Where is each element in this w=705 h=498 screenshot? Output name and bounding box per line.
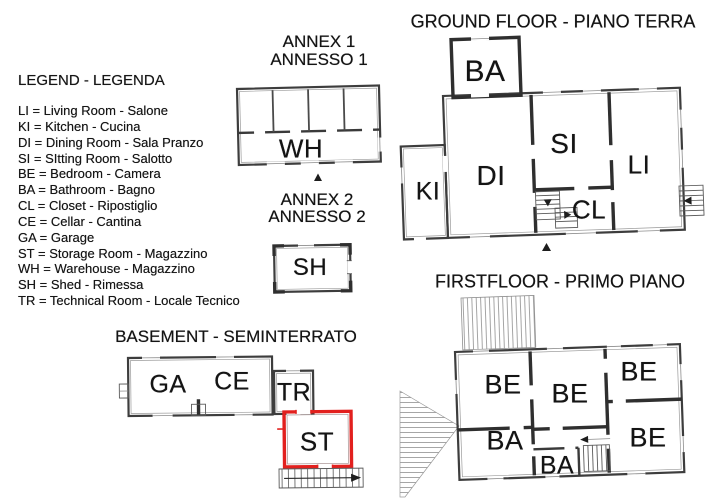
room-label-first-be-bottom-right: BE bbox=[629, 422, 667, 453]
ground-floor-entrance-arrow bbox=[542, 243, 551, 251]
annex1-entrance-arrow bbox=[314, 173, 322, 181]
room-label-ground-ki: KI bbox=[415, 177, 441, 206]
annex1-title-it: ANNESSO 1 bbox=[270, 50, 368, 69]
basement-title: BASEMENT - SEMINTERRATO bbox=[115, 327, 357, 346]
basement-st-room-highlighted bbox=[277, 409, 354, 470]
first-floor-roof-hatch-left bbox=[399, 390, 460, 498]
legend-item-be: BE = Bedroom - Camera bbox=[18, 166, 161, 182]
annex1-title-en: ANNEX 1 bbox=[282, 32, 356, 51]
room-label-first-be-center: BE bbox=[551, 378, 589, 409]
first-floor-plan bbox=[453, 343, 686, 482]
room-label-annex1-wh: WH bbox=[278, 133, 324, 164]
legend-item-tr: TR = Technical Room - Locale Tecnico bbox=[18, 293, 240, 309]
legend-item-sh: SH = Shed - Rimessa bbox=[18, 277, 144, 293]
legend-item-cl: CL = Closet - Ripostiglio bbox=[18, 198, 158, 214]
legend-item-li: LI = Living Room - Salone bbox=[18, 103, 168, 118]
room-label-basement-ga: GA bbox=[149, 370, 187, 399]
annex2-title-it: ANNESSO 2 bbox=[268, 207, 366, 226]
legend-item-ba: BA = Bathroom - Bagno bbox=[18, 182, 155, 198]
first-floor-roof-hatch-top bbox=[460, 295, 537, 351]
room-label-ground-li: LI bbox=[627, 149, 651, 180]
legend-title: LEGEND - LEGENDA bbox=[18, 72, 165, 89]
room-label-basement-tr: TR bbox=[276, 378, 312, 407]
legend-item-ce: CE = Cellar - Cantina bbox=[18, 213, 142, 229]
annex2-title-en: ANNEX 2 bbox=[280, 190, 354, 209]
ground-floor-external-stair bbox=[678, 184, 705, 217]
room-label-ground-ba: BA bbox=[464, 55, 506, 88]
room-label-basement-ce: CE bbox=[214, 367, 250, 396]
room-label-first-be-top-right: BE bbox=[620, 356, 658, 387]
legend-item-st: ST = Storage Room - Magazzino bbox=[18, 245, 208, 261]
room-label-first-ba-bottom-left: BA bbox=[486, 425, 524, 456]
room-label-annex2-sh: SH bbox=[292, 254, 328, 281]
room-label-ground-cl: CL bbox=[571, 194, 607, 225]
basement-plan bbox=[118, 355, 274, 418]
legend-item-si: SI = SItting Room - Salotto bbox=[18, 150, 173, 166]
legend: LEGEND - LEGENDA LI = Living Room - Salo… bbox=[18, 72, 240, 309]
ground-floor-title: GROUND FLOOR - PIANO TERRA bbox=[410, 11, 696, 32]
room-label-ground-si: SI bbox=[550, 128, 578, 159]
room-label-basement-st: ST bbox=[299, 426, 335, 457]
legend-item-ki: KI = Kitchen - Cucina bbox=[18, 118, 141, 134]
room-label-first-ba-bottom-center: BA bbox=[539, 451, 575, 480]
first-floor-title: FIRSTFLOOR - PRIMO PIANO bbox=[434, 271, 686, 292]
legend-item-wh: WH = Warehouse - Magazzino bbox=[18, 261, 195, 277]
annex2-plan bbox=[272, 242, 353, 294]
ground-floor-plan bbox=[399, 35, 686, 242]
basement-external-stair bbox=[278, 467, 364, 489]
room-label-first-be-top-left: BE bbox=[484, 369, 522, 400]
legend-item-di: DI = Dining Room - Sala Pranzo bbox=[18, 134, 204, 150]
annex1-plan bbox=[235, 84, 383, 167]
legend-item-ga: GA = Garage bbox=[18, 229, 95, 245]
room-label-ground-di: DI bbox=[476, 160, 506, 191]
